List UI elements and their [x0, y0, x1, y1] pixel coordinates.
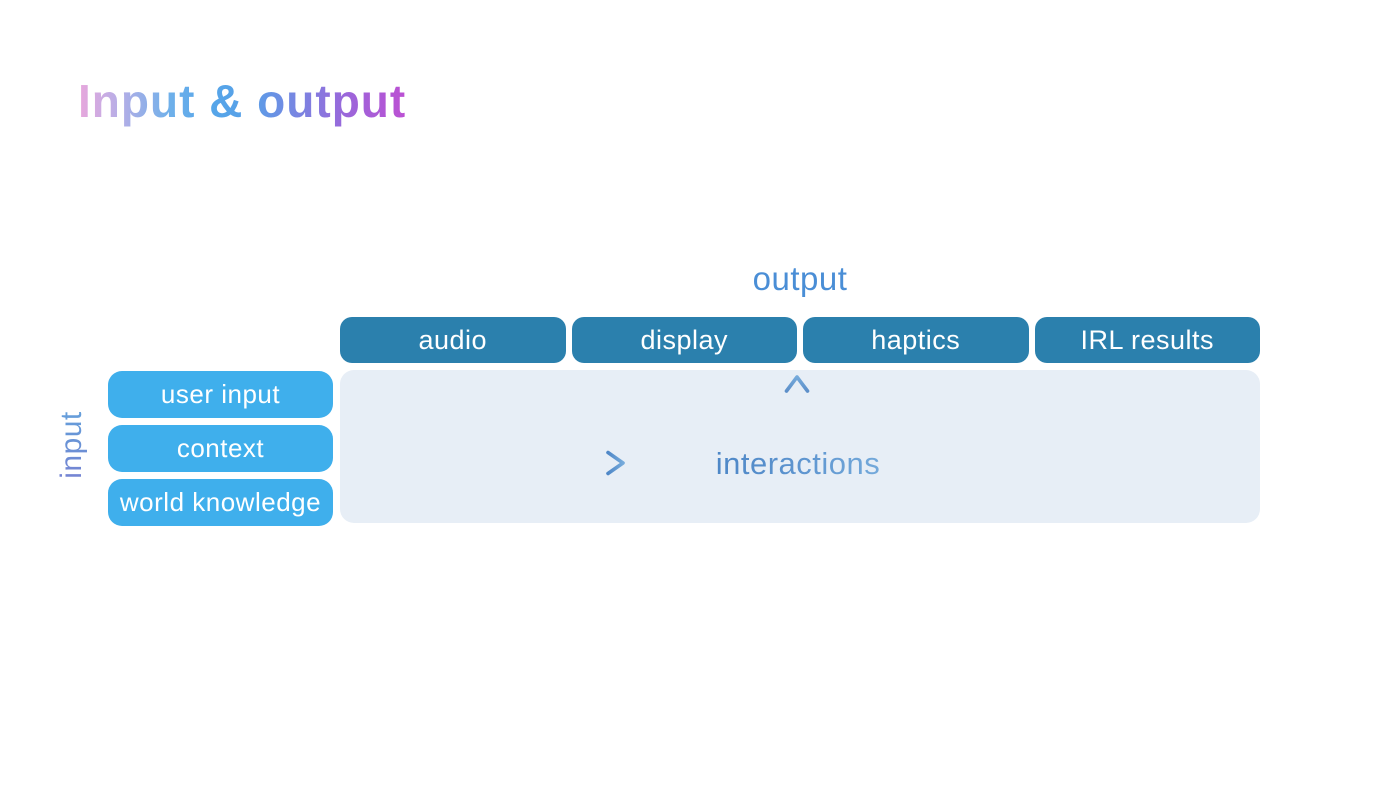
interactions-label: interactions — [698, 446, 898, 482]
output-box-haptics: haptics — [803, 317, 1029, 363]
input-box-context: context — [108, 425, 333, 472]
right-arrow-icon — [430, 450, 625, 476]
page-title: Input & output — [78, 75, 407, 127]
input-buttons-column: user input context world knowledge — [108, 371, 333, 526]
input-box-user-input: user input — [108, 371, 333, 418]
interactions-panel — [340, 370, 1260, 523]
input-box-world-knowledge: world knowledge — [108, 479, 333, 526]
up-arrow-icon — [784, 375, 810, 439]
output-section-label: output — [752, 260, 848, 297]
output-box-irl-results: IRL results — [1034, 317, 1260, 363]
input-section-label: input — [55, 395, 89, 495]
output-buttons-row: audio display haptics IRL results — [340, 317, 1260, 363]
output-box-audio: audio — [340, 317, 566, 363]
output-box-display: display — [571, 317, 797, 363]
